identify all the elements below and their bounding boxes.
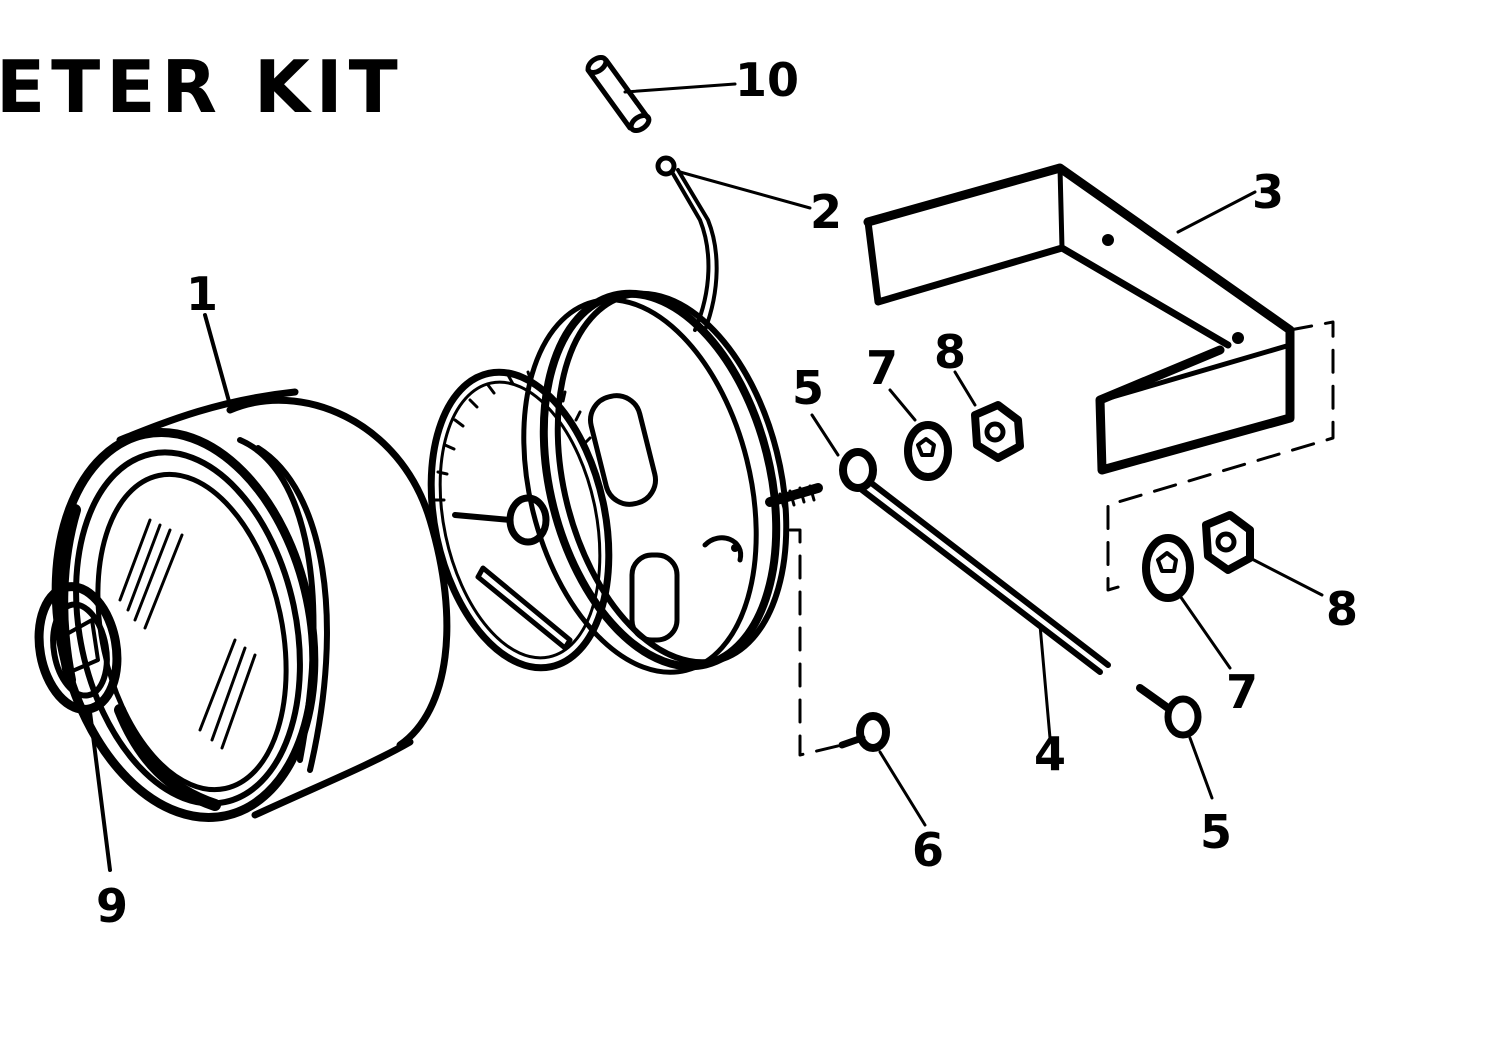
callout-10: 10 [735,53,799,107]
callout-5-upper: 5 [792,361,824,415]
part-10-pin [585,54,737,134]
callout-7-upper: 7 [866,341,898,395]
part-2-wire-terminal [655,155,812,210]
part-6-screw [788,528,927,827]
part-8-hex-nut-lower [1202,511,1324,597]
part-7-lock-washer-upper [888,388,952,481]
part-9-knob [34,582,122,872]
part-8-hex-nut-upper [953,370,1024,462]
part-3-mounting-bracket [863,163,1335,592]
callout-2: 2 [810,185,842,239]
callout-3: 3 [1252,165,1284,219]
callout-8-lower: 8 [1326,582,1358,636]
callout-5-lower: 5 [1200,805,1232,859]
callout-6: 6 [912,823,944,877]
callout-7-lower: 7 [1226,665,1258,719]
callout-1: 1 [186,267,218,321]
part-1-gauge-housing [51,388,451,823]
callout-9: 9 [96,879,128,933]
part-4-wire-lead [810,413,1214,800]
diagram-title: ETER KIT [0,45,404,129]
callout-8-upper: 8 [934,325,966,379]
meter-movement [427,168,823,675]
callout-4: 4 [1034,727,1066,781]
part-7-lock-washer-lower [1142,534,1232,670]
